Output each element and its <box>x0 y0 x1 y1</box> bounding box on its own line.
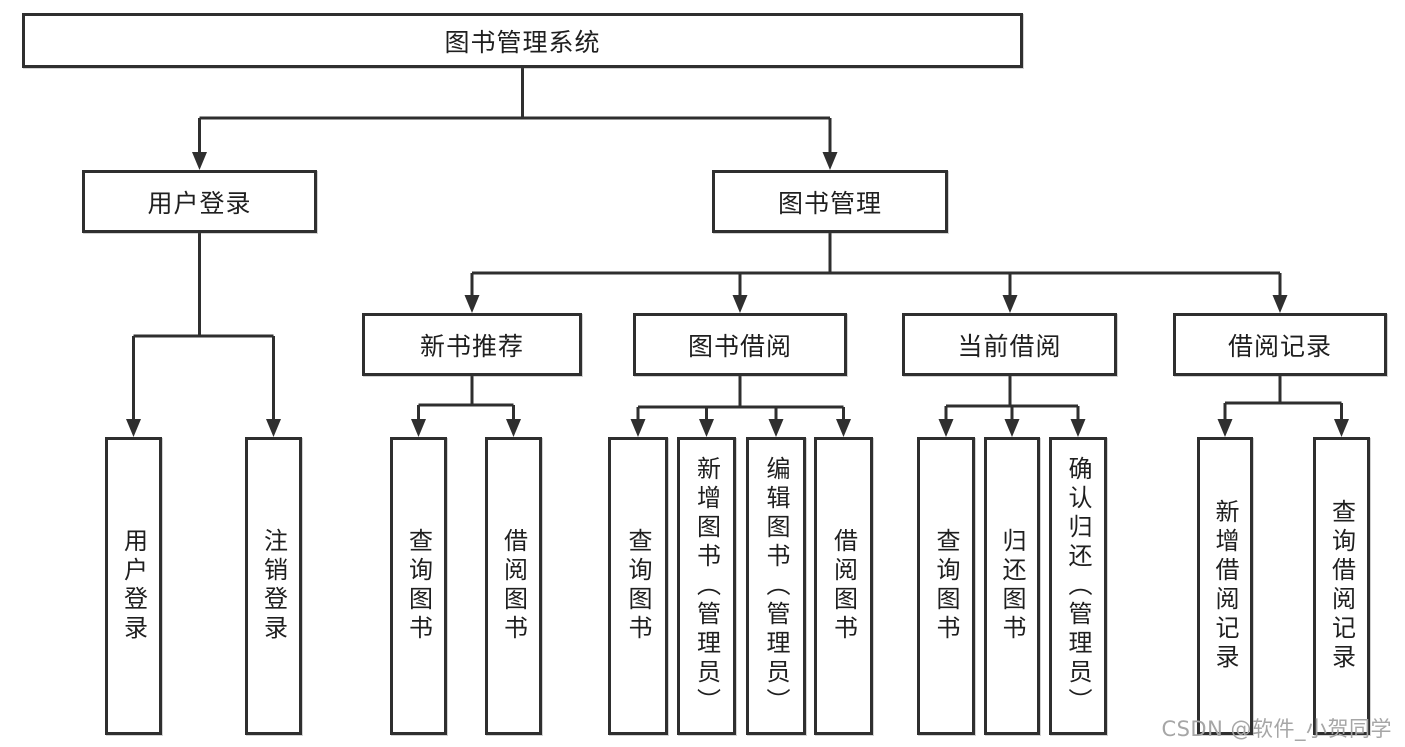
leaf-query-books-borrow: 查询图书 <box>608 437 668 735</box>
node-book-borrow: 图书借阅 <box>633 313 847 376</box>
node-root-system: 图书管理系统 <box>22 13 1023 68</box>
leaf-label: 查询图书 <box>624 528 652 644</box>
node-book-management: 图书管理 <box>712 170 948 233</box>
leaf-label: 查询图书 <box>932 528 960 644</box>
leaf-label: 用户登录 <box>119 528 148 644</box>
leaf-label: 借阅图书 <box>499 528 528 644</box>
leaf-borrow-books-recommend: 借阅图书 <box>485 437 542 735</box>
leaf-label: 确认归还（管理员） <box>1064 455 1092 717</box>
leaf-query-books-recommend: 查询图书 <box>390 437 447 735</box>
leaf-label: 查询借阅记录 <box>1327 499 1356 673</box>
csdn-watermark: CSDN @软件_小贺同学 <box>1161 717 1392 741</box>
leaf-label: 新增图书（管理员） <box>692 455 721 717</box>
leaf-user-login: 用户登录 <box>105 437 162 735</box>
leaf-label: 编辑图书（管理员） <box>762 455 790 717</box>
leaf-query-borrow-record: 查询借阅记录 <box>1313 437 1370 735</box>
leaf-label: 注销登录 <box>259 528 288 644</box>
leaf-return-books: 归还图书 <box>984 437 1040 735</box>
leaf-add-book-admin: 新增图书（管理员） <box>677 437 736 735</box>
node-borrow-records: 借阅记录 <box>1173 313 1387 376</box>
leaf-borrow-books-borrow: 借阅图书 <box>814 437 873 735</box>
node-current-borrow: 当前借阅 <box>902 313 1117 376</box>
leaf-label: 借阅图书 <box>829 528 858 644</box>
node-user-login: 用户登录 <box>82 170 317 233</box>
leaf-add-borrow-record: 新增借阅记录 <box>1197 437 1253 735</box>
leaf-label: 新增借阅记录 <box>1211 499 1239 673</box>
leaf-logout: 注销登录 <box>245 437 302 735</box>
leaf-label: 归还图书 <box>998 528 1026 644</box>
leaf-edit-book-admin: 编辑图书（管理员） <box>746 437 806 735</box>
leaf-query-books-current: 查询图书 <box>917 437 975 735</box>
leaf-confirm-return-admin: 确认归还（管理员） <box>1049 437 1107 735</box>
leaf-label: 查询图书 <box>404 528 433 644</box>
node-new-book-recommend: 新书推荐 <box>362 313 582 376</box>
